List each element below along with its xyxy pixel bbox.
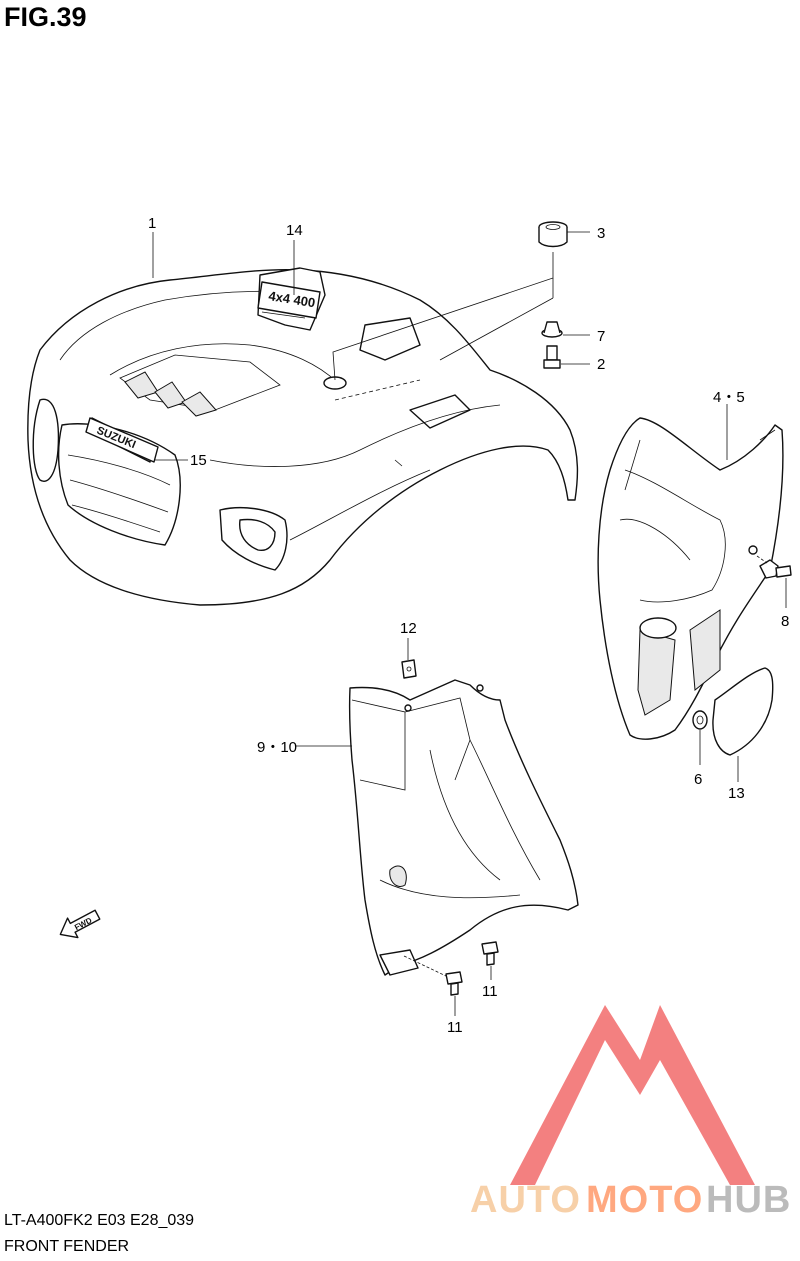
decal-text: 4x4 400	[268, 288, 317, 310]
watermark-word-hub: HUB	[706, 1179, 791, 1221]
leader-11a-dash	[403, 955, 447, 977]
lid-part-13	[712, 667, 774, 756]
callout-4-5: 4・5	[713, 389, 745, 406]
leader-3-to-fender	[332, 252, 554, 381]
footer-model-code: LT-A400FK2 E03 E28_039	[4, 1212, 195, 1229]
callout-13: 13	[728, 785, 745, 802]
screw-part-11a	[445, 971, 463, 996]
callout-11-upper: 11	[482, 983, 498, 1000]
automotohub-watermark: AUTO MOTO HUB	[470, 1005, 791, 1221]
inner-panel-part-9-10	[348, 679, 579, 976]
callout-7: 7	[597, 328, 605, 345]
decal-4x4-part: 4x4 400	[257, 281, 321, 319]
leader-7-to-fender	[439, 297, 554, 361]
callout-3: 3	[597, 225, 605, 242]
leader-8-dash	[756, 555, 768, 564]
watermark-word-auto: AUTO	[470, 1179, 581, 1221]
cushion-part-3	[538, 221, 568, 248]
watermark-logo-inner-icon	[580, 1070, 700, 1165]
callout-8: 8	[781, 613, 789, 630]
bolt-part-2	[543, 345, 561, 369]
inner-panel-part-4-5	[597, 417, 784, 740]
callout-12: 12	[400, 620, 417, 637]
screw-part-8	[759, 559, 792, 579]
callout-15: 15	[190, 452, 207, 469]
forward-direction-arrow: FWD	[59, 909, 101, 939]
footer-section-name: FRONT FENDER	[4, 1238, 130, 1255]
callout-6: 6	[694, 771, 702, 788]
washer-part-7	[541, 321, 563, 338]
figure-title: FIG.39	[4, 2, 87, 32]
watermark-logo-icon	[510, 1005, 755, 1185]
callout-9-10: 9・10	[257, 739, 297, 756]
callout-14: 14	[286, 222, 303, 239]
callout-2: 2	[597, 356, 605, 373]
watermark-word-moto: MOTO	[586, 1179, 703, 1221]
grommet-part-6	[692, 710, 708, 730]
screw-part-11b	[481, 941, 499, 966]
callout-1: 1	[148, 215, 156, 232]
callout-11-lower: 11	[447, 1019, 463, 1036]
clip-nut-part-12	[401, 659, 417, 679]
